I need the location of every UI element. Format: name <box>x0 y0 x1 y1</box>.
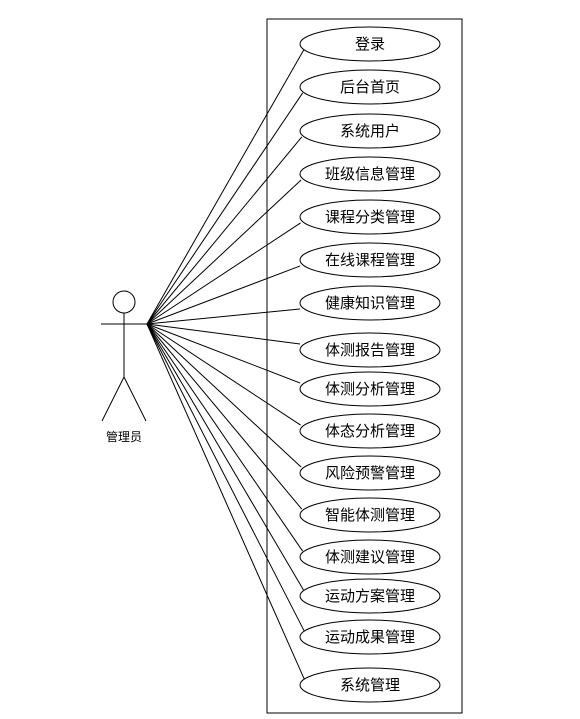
use-case-ellipse <box>299 242 441 278</box>
use-case: 系统管理 <box>299 667 441 703</box>
association-line <box>146 323 302 468</box>
association-line <box>146 323 305 680</box>
use-case-label: 后台首页 <box>340 78 400 96</box>
use-case: 健康知识管理 <box>299 285 441 321</box>
use-case-label: 体态分析管理 <box>325 422 415 440</box>
use-case-ellipse <box>299 497 441 533</box>
use-case-label: 运动成果管理 <box>325 628 415 646</box>
use-case: 体测建议管理 <box>299 539 441 575</box>
use-case-ellipse <box>299 156 441 192</box>
actor-label: 管理员 <box>106 429 142 444</box>
association-line <box>146 136 303 325</box>
use-case-ellipse <box>299 455 441 491</box>
use-case-ellipse <box>299 539 441 575</box>
use-case-label: 运动方案管理 <box>325 587 415 605</box>
use-case-label: 风险预警管理 <box>325 464 415 482</box>
system-boundary <box>266 18 463 714</box>
use-case-ellipse <box>299 285 441 321</box>
use-case: 在线课程管理 <box>299 242 441 278</box>
use-case: 课程分类管理 <box>299 199 441 235</box>
use-case-ellipse <box>299 578 441 614</box>
use-case-label: 系统管理 <box>340 676 400 694</box>
use-case-ellipse <box>299 26 441 62</box>
use-case: 登录 <box>299 26 441 62</box>
use-case: 风险预警管理 <box>299 455 441 491</box>
actor-left-leg <box>101 376 125 422</box>
use-case-ellipse <box>299 113 441 149</box>
use-case-label: 体测分析管理 <box>325 380 415 398</box>
use-case-label: 系统用户 <box>340 122 400 140</box>
use-case: 系统用户 <box>299 113 441 149</box>
use-case: 后台首页 <box>299 69 441 105</box>
use-case: 智能体测管理 <box>299 497 441 533</box>
use-case-label: 体测建议管理 <box>325 548 415 566</box>
use-case-label: 登录 <box>355 35 385 53</box>
association-line <box>146 323 304 591</box>
actor-head <box>112 290 136 314</box>
use-case: 运动成果管理 <box>299 619 441 655</box>
use-case-label: 班级信息管理 <box>325 165 415 183</box>
association-line <box>146 179 302 325</box>
association-line <box>146 323 305 632</box>
use-case-ellipse <box>299 413 441 449</box>
association-line <box>146 92 304 325</box>
use-case: 体测报告管理 <box>299 332 441 368</box>
use-case-ellipse <box>299 371 441 407</box>
association-line <box>146 323 303 552</box>
actor-admin: 管理员 <box>101 290 147 444</box>
association-line <box>146 323 303 510</box>
use-case: 运动方案管理 <box>299 578 441 614</box>
use-case: 体态分析管理 <box>299 413 441 449</box>
association-line <box>146 323 301 345</box>
use-case-ellipse <box>299 332 441 368</box>
association-lines <box>146 49 305 680</box>
use-case-ellipse <box>299 667 441 703</box>
use-case: 体测分析管理 <box>299 371 441 407</box>
use-case-label: 在线课程管理 <box>325 251 415 269</box>
use-case-label: 体测报告管理 <box>325 341 415 359</box>
use-case-ellipse <box>299 199 441 235</box>
use-case-label: 课程分类管理 <box>325 208 415 226</box>
association-line <box>146 323 301 426</box>
use-case-label: 智能体测管理 <box>325 506 415 524</box>
use-cases: 登录后台首页系统用户班级信息管理课程分类管理在线课程管理健康知识管理体测报告管理… <box>299 26 441 703</box>
association-line <box>146 49 305 325</box>
actor-right-leg <box>123 376 147 422</box>
association-line <box>146 265 301 325</box>
association-line <box>146 222 301 325</box>
association-line <box>146 308 301 325</box>
use-case-label: 健康知识管理 <box>325 294 415 312</box>
use-case: 班级信息管理 <box>299 156 441 192</box>
use-case-ellipse <box>299 69 441 105</box>
association-line <box>146 323 301 384</box>
use-case-ellipse <box>299 619 441 655</box>
